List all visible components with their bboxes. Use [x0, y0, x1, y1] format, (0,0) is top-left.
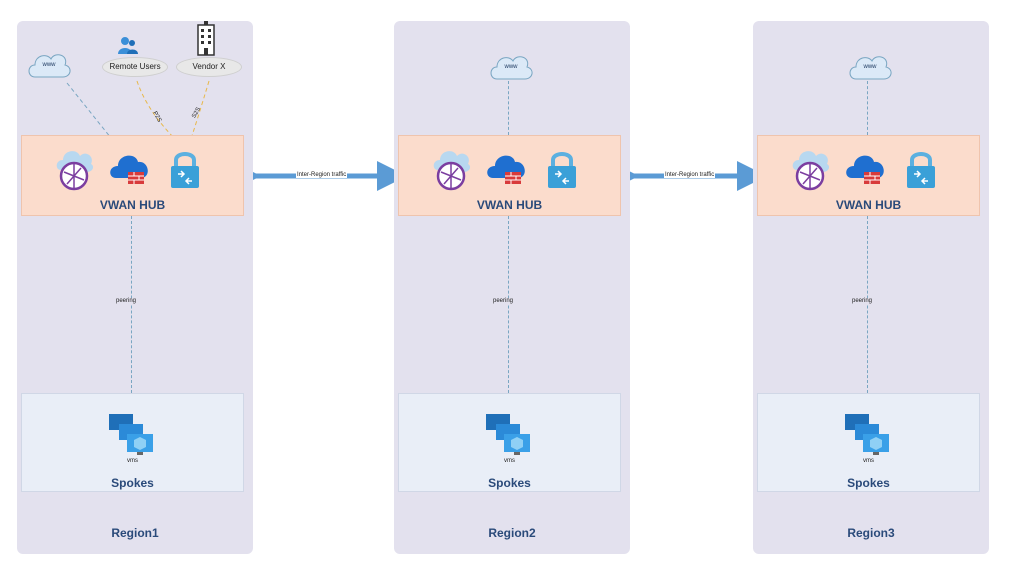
region-label: Region1 — [111, 526, 159, 540]
spokes-label: Spokes — [488, 476, 531, 490]
internet-cloud-icon — [28, 54, 71, 78]
internet-cloud-icon — [490, 56, 533, 80]
hub-label: VWAN HUB — [99, 198, 166, 212]
vendor-x-node: Vendor X — [176, 57, 242, 77]
www-label: www — [42, 62, 56, 68]
spokes-box: vms Spokes — [398, 393, 621, 492]
virtual-wan-icon — [56, 151, 94, 191]
internet-line — [867, 81, 868, 135]
spokes-label: Spokes — [111, 476, 154, 490]
hub-label: VWAN HUB — [476, 198, 543, 212]
peering-label: peering — [492, 298, 515, 304]
region-2: www VWAN HUB peering vms Spokes Region2 — [394, 21, 630, 554]
virtual-wan-icon — [792, 151, 830, 191]
region-1: P2S S2S www Remote Users Vendor X — [17, 21, 253, 554]
internet-cloud-icon — [849, 56, 892, 80]
firewall-icon — [846, 155, 884, 184]
vms-label: vms — [863, 458, 874, 464]
vms-label: vms — [127, 458, 138, 464]
inter-region-label-1: Inter-Region traffic — [296, 172, 348, 178]
region-3: www VWAN HUB peering vms Spokes Region3 — [753, 21, 989, 554]
vpn-gateway-lock-icon — [171, 152, 199, 188]
region-label: Region3 — [847, 526, 895, 540]
firewall-icon — [487, 155, 525, 184]
vwan-hub: VWAN HUB — [757, 135, 980, 216]
www-label: www — [863, 64, 877, 70]
vpn-gateway-lock-icon — [907, 152, 935, 188]
peering-line — [131, 216, 132, 393]
firewall-icon — [110, 155, 148, 184]
inter-region-label-2: Inter-Region traffic — [664, 172, 716, 178]
vwan-hub: VWAN HUB — [21, 135, 244, 216]
building-icon — [197, 21, 215, 56]
vms-icon — [486, 414, 530, 455]
vwan-hub: VWAN HUB — [398, 135, 621, 216]
spokes-label: Spokes — [847, 476, 890, 490]
remote-users-node: Remote Users — [102, 57, 168, 77]
region-label: Region2 — [488, 526, 536, 540]
virtual-wan-icon — [433, 151, 471, 191]
spokes-box: vms Spokes — [757, 393, 980, 492]
internet-line — [508, 81, 509, 135]
hub-label: VWAN HUB — [835, 198, 902, 212]
peering-line — [867, 216, 868, 393]
vms-icon — [845, 414, 889, 455]
peering-label: peering — [851, 298, 874, 304]
vms-icon — [109, 414, 153, 455]
vpn-gateway-lock-icon — [548, 152, 576, 188]
remote-users-icon — [118, 37, 138, 54]
peering-line — [508, 216, 509, 393]
vms-label: vms — [504, 458, 515, 464]
peering-label: peering — [115, 298, 138, 304]
spokes-box: vms Spokes — [21, 393, 244, 492]
www-label: www — [504, 64, 518, 70]
